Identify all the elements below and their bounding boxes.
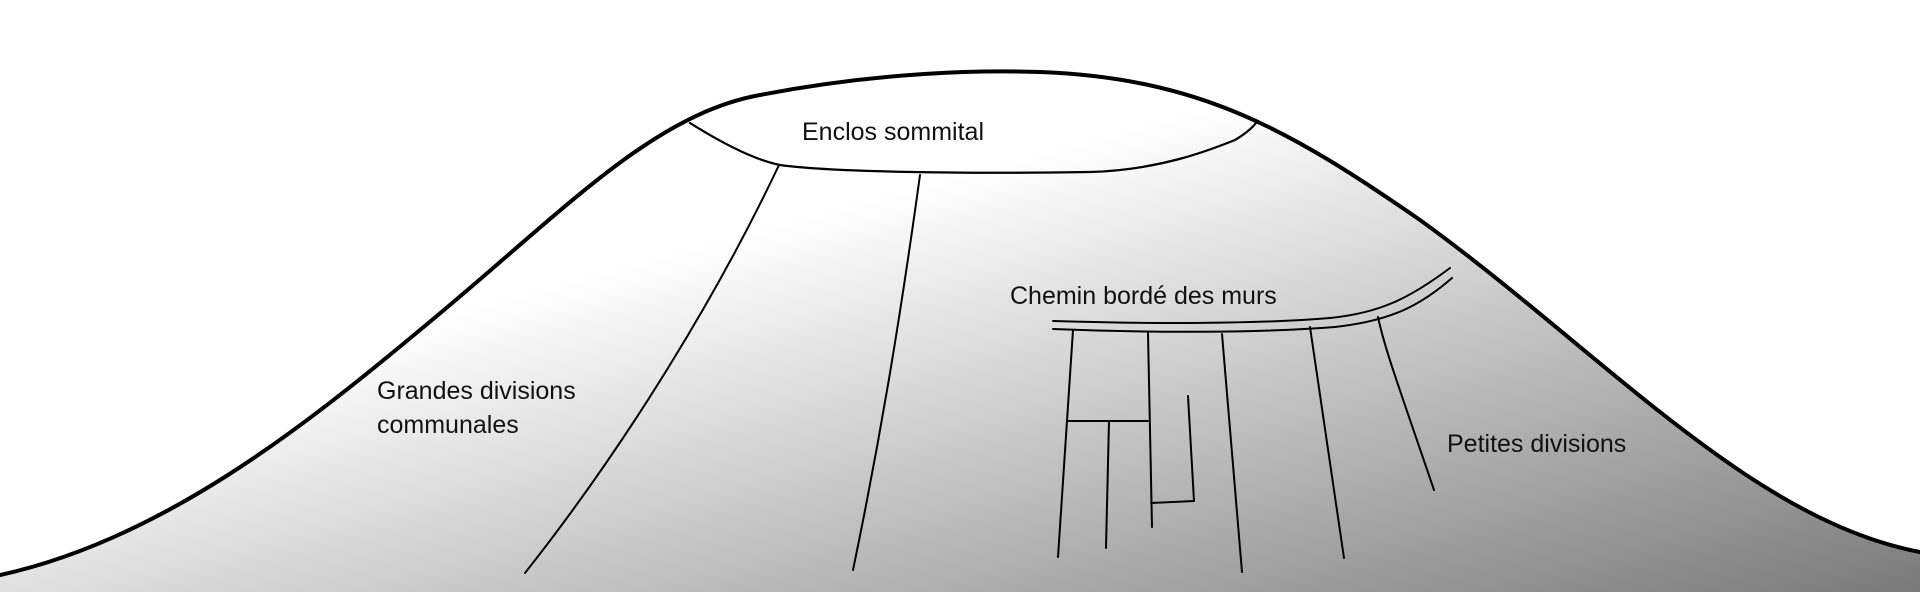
parcel-wall: [1150, 500, 1195, 504]
hill-outline: [0, 69, 1920, 577]
large-division-line-left: [524, 164, 780, 574]
parcel-wall: [1377, 316, 1435, 491]
parcel-wall: [1309, 326, 1345, 559]
summit-enclosure-label: Enclos sommital: [802, 118, 984, 146]
parcel-wall: [1105, 420, 1110, 549]
small-division-walls: [1057, 316, 1435, 573]
large-division-line-center: [852, 174, 921, 571]
large-divisions-label-line1: Grandes divisions: [377, 377, 576, 405]
parcel-wall: [1187, 395, 1195, 502]
parcel-wall: [1057, 329, 1074, 558]
walled-path-upper-wall: [1052, 267, 1451, 324]
walled-path-lower-wall: [1052, 277, 1453, 333]
parcel-wall: [1147, 332, 1153, 528]
hill-body: [0, 71, 1920, 592]
summit-enclosure-boundary: [688, 121, 1258, 174]
parcel-wall: [1221, 333, 1243, 573]
small-divisions-label: Petites divisions: [1447, 430, 1626, 458]
walled-path-label: Chemin bordé des murs: [1010, 282, 1277, 310]
large-divisions-label-line2: communales: [377, 411, 519, 439]
